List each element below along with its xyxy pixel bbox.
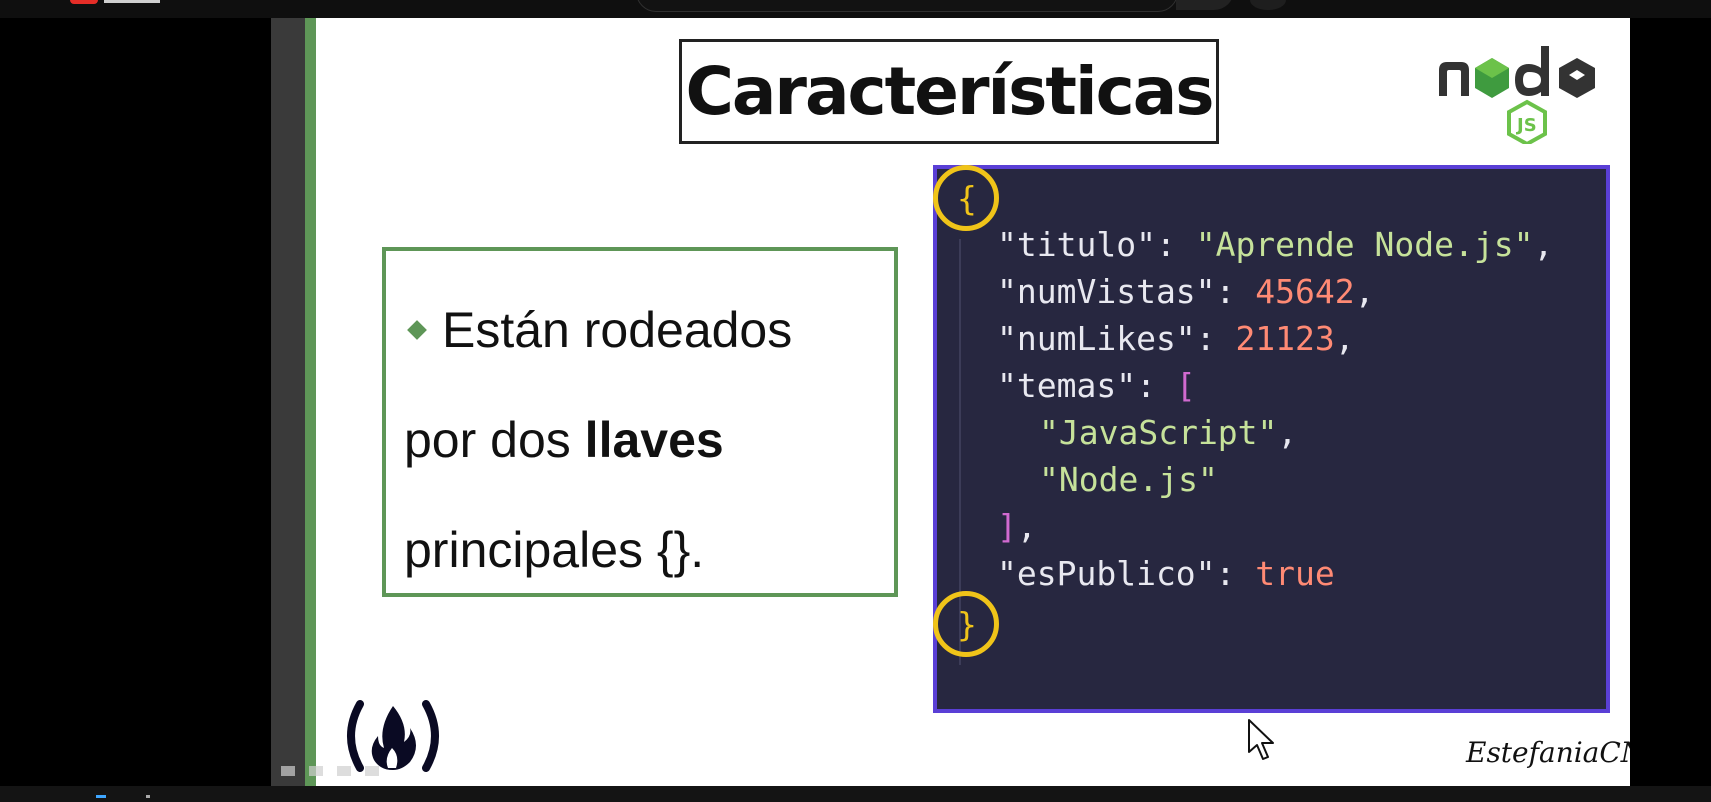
open-brace: { [957, 179, 977, 218]
freecodecamp-flame-icon [347, 700, 439, 772]
slide-title: Características [685, 53, 1214, 130]
bullet-line-2: por dos llaves [404, 412, 724, 468]
slide-left-edge [271, 18, 305, 786]
bullet-line-3: principales {}. [404, 522, 705, 578]
previous-slide-icon[interactable] [281, 766, 295, 776]
video-progress-bar[interactable] [0, 786, 1711, 802]
code-line-numvistas: "numVistas": 45642, [997, 272, 1375, 311]
pen-tool-icon[interactable] [309, 766, 323, 776]
browser-top-bar [0, 0, 1711, 18]
code-line-titulo: "titulo": "Aprende Node.js", [997, 225, 1554, 264]
code-line-close-array: ], [997, 507, 1037, 546]
progress-marker-2 [146, 795, 150, 798]
code-line-javascript: "JavaScript", [1039, 413, 1298, 452]
code-line-temas: "temas": [ [997, 366, 1196, 405]
progress-marker [96, 795, 106, 798]
slide-title-box: Características [679, 39, 1219, 144]
svg-text:JS: JS [1515, 115, 1537, 136]
open-brace-highlight [933, 165, 999, 231]
slide-controls[interactable] [281, 762, 401, 782]
youtube-wordmark [104, 0, 160, 3]
author-signature: EstefaniaCN [1466, 736, 1630, 769]
close-brace-highlight [933, 591, 999, 657]
youtube-logo-icon[interactable] [70, 0, 98, 4]
json-code-panel: { "titulo": "Aprende Node.js", "numVista… [933, 165, 1610, 713]
search-input[interactable] [636, 0, 1178, 12]
diamond-bullet-icon [407, 319, 427, 340]
mouse-pointer-icon [1248, 719, 1274, 760]
next-slide-icon[interactable] [365, 766, 379, 776]
close-brace: } [957, 605, 977, 644]
bullet-text-box: Están rodeados por dos llaves principale… [382, 247, 898, 597]
code-line-numlikes: "numLikes": 21123, [997, 319, 1355, 358]
voice-search-button[interactable] [1250, 0, 1286, 10]
code-line-espublico: "esPublico": true [997, 554, 1335, 593]
slide-accent-bar [305, 18, 316, 786]
code-line-nodejs: "Node.js" [1039, 460, 1218, 499]
nodejs-logo-icon: JS [1439, 46, 1595, 144]
bullet-line-1: Están rodeados [404, 275, 878, 385]
slide-menu-icon[interactable] [337, 766, 351, 776]
search-button[interactable] [1176, 0, 1234, 10]
indent-guide [959, 239, 961, 665]
presentation-slide: Características JS Están rodeados por do… [271, 18, 1630, 786]
